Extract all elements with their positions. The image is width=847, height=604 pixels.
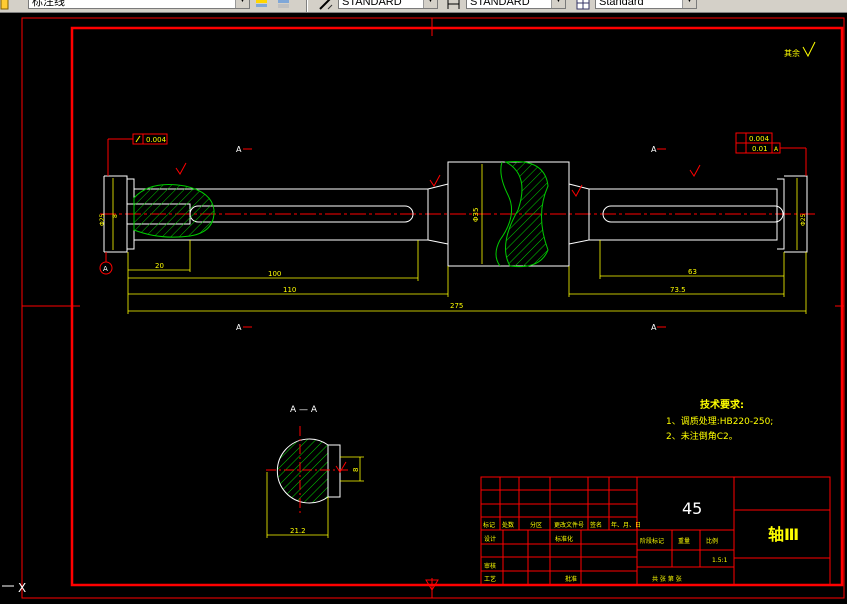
tolerance-frame-left: 0.004 <box>107 133 168 176</box>
svg-text:标记: 标记 <box>483 521 495 529</box>
tech-req-line-2: 2、未注倒角C2。 <box>666 430 738 442</box>
layer-properties-icon[interactable] <box>254 0 270 10</box>
orientation-arrow-icon <box>425 579 439 591</box>
datum-marker: A <box>99 252 113 275</box>
layer-select[interactable]: 标注线 ▼ <box>28 0 250 9</box>
layer-select-value: 标注线 <box>32 0 65 8</box>
toolbar: 标注线 ▼ STANDARD ▼ STANDARD ▼ Standard ▼ <box>0 0 847 13</box>
dim-style-value: STANDARD <box>470 0 530 8</box>
svg-text:工艺: 工艺 <box>484 575 496 583</box>
dim-110: 110 <box>283 286 296 294</box>
text-style-value: STANDARD <box>342 0 402 8</box>
text-style-select[interactable]: STANDARD ▼ <box>338 0 438 9</box>
svg-text:分区: 分区 <box>530 521 542 529</box>
dim-63: 63 <box>688 268 697 276</box>
section-marker-top-right: A <box>651 145 657 154</box>
title-block <box>480 476 831 586</box>
tolerance-left-value: 0.004 <box>146 136 167 144</box>
ucs-icon: X <box>2 581 26 595</box>
svg-text:标准化: 标准化 <box>555 535 573 543</box>
section-view <box>266 426 364 538</box>
drawing-canvas[interactable]: X 其余 <box>0 13 847 604</box>
svg-text:年、月、日: 年、月、日 <box>611 521 641 529</box>
chevron-down-icon[interactable]: ▼ <box>423 0 437 8</box>
chevron-down-icon[interactable]: ▼ <box>551 0 565 8</box>
section-dim-key: 8 <box>352 468 360 472</box>
svg-text:重量: 重量 <box>678 537 690 545</box>
tolerance-right-value-2: 0.01 <box>752 145 768 153</box>
table-style-value: Standard <box>599 0 644 8</box>
table-style-select[interactable]: Standard ▼ <box>595 0 697 9</box>
break-line <box>495 161 513 267</box>
section-markers: A A A A <box>236 145 666 332</box>
tech-req-title: 技术要求: <box>700 398 744 411</box>
table-style-icon[interactable] <box>575 0 591 10</box>
dim-hole: 8 <box>112 214 119 218</box>
roughness-icon <box>802 41 816 58</box>
svg-text:审核: 审核 <box>484 562 496 570</box>
svg-text:阶段标记: 阶段标记 <box>640 537 664 545</box>
dim-right-diameter: Φ25 <box>800 213 807 226</box>
dimension-lines <box>112 164 807 314</box>
dim-20: 20 <box>155 262 164 270</box>
dim-275: 275 <box>450 302 463 310</box>
title-scale-value: 1.5:1 <box>712 557 728 564</box>
svg-text:签名: 签名 <box>590 521 602 529</box>
svg-text:处数: 处数 <box>502 521 514 529</box>
section-hatch-center <box>504 161 549 268</box>
dim-100: 100 <box>268 270 281 278</box>
outer-border <box>21 17 845 599</box>
svg-text:共 张 第 张: 共 张 第 张 <box>652 575 682 583</box>
text-style-icon[interactable] <box>318 0 334 10</box>
roughness-note: 其余 <box>784 48 800 58</box>
title-material: 45 <box>682 499 702 518</box>
tolerance-right-value-1: 0.004 <box>749 135 770 143</box>
dim-73-5: 73.5 <box>670 286 686 294</box>
chevron-down-icon[interactable]: ▼ <box>682 0 696 8</box>
tolerance-datum-ref: A <box>774 146 779 153</box>
title-block-labels: 标记 处数 分区 更改文件号 签名 年、月、日 设计 标准化 审核 工艺 批准 … <box>483 521 728 583</box>
section-marker-bottom-left: A <box>236 323 242 332</box>
svg-text:批准: 批准 <box>565 575 577 583</box>
section-marker-bottom-right: A <box>651 323 657 332</box>
dim-left-diameter: Φ25 <box>99 213 106 226</box>
title-part-name: 轴Ⅲ <box>768 525 799 544</box>
svg-text:X: X <box>18 581 26 595</box>
roughness-marks <box>175 162 701 197</box>
dim-center-diameter: Φ35 <box>472 208 480 222</box>
dim-style-select[interactable]: STANDARD ▼ <box>466 0 566 9</box>
datum-label: A <box>103 265 108 273</box>
section-dim-width: 21.2 <box>290 527 306 535</box>
layer-state-icon[interactable] <box>276 0 292 10</box>
dim-style-icon[interactable] <box>446 0 462 10</box>
toolbar-separator <box>306 0 308 12</box>
svg-text:设计: 设计 <box>484 535 496 543</box>
tech-req-line-1: 1、调质处理:HB220-250; <box>666 415 773 427</box>
section-marker-top-left: A <box>236 145 242 154</box>
section-hatch-left <box>133 184 215 238</box>
svg-text:比例: 比例 <box>706 537 718 545</box>
chevron-down-icon[interactable]: ▼ <box>235 0 249 8</box>
section-view-title: A — A <box>290 405 318 415</box>
folder-icon[interactable] <box>0 0 16 10</box>
svg-text:更改文件号: 更改文件号 <box>554 521 584 529</box>
tolerance-frame-right: 0.004 0.01 A <box>735 132 807 176</box>
